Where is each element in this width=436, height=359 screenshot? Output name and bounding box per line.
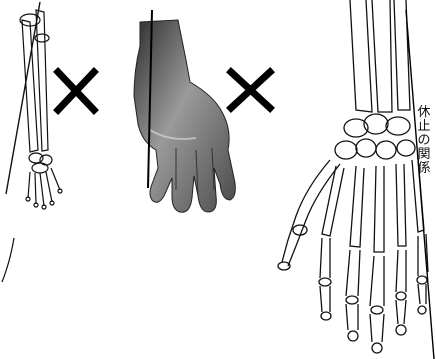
caption-char-2: 止 xyxy=(416,120,432,134)
caption-char-4: 関 xyxy=(416,148,432,162)
middle-hand-photo xyxy=(134,10,235,212)
caption-char-3: の xyxy=(416,134,432,148)
left-forearm-skeleton xyxy=(6,2,62,209)
left-cross-mark xyxy=(58,72,94,110)
vertical-caption: 休 止 の 関 係 xyxy=(416,106,432,176)
caption-char-5: 係 xyxy=(416,162,432,176)
middle-cross-mark xyxy=(231,72,270,108)
left-arc-line xyxy=(2,238,14,282)
right-hand-skeleton xyxy=(278,0,428,353)
caption-char-1: 休 xyxy=(416,106,432,120)
